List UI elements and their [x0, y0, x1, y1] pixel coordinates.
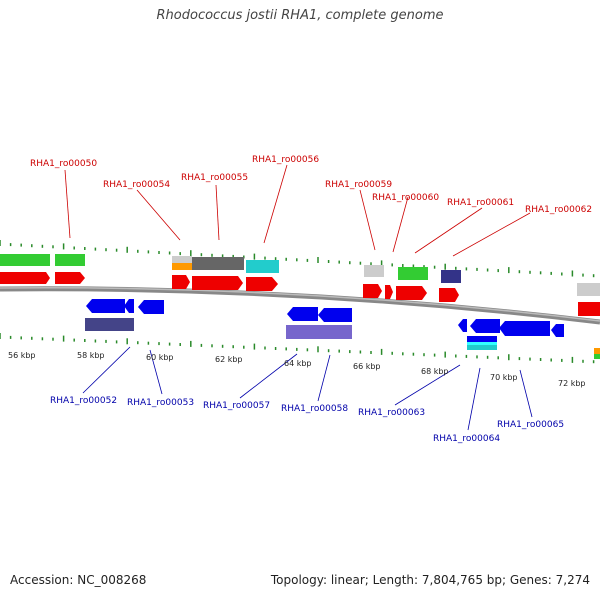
gene-label[interactable]: RHA1_ro00064 — [433, 434, 500, 444]
gene-arrow-blue[interactable] — [287, 307, 318, 321]
gene-feature-teal[interactable] — [467, 345, 497, 350]
gene-arrow-blue[interactable] — [551, 324, 564, 337]
gene-feature-darkgrey[interactable] — [192, 257, 244, 270]
gene-label[interactable]: RHA1_ro00065 — [497, 420, 564, 430]
gene-feature-grey[interactable] — [364, 265, 384, 277]
gene-labels-top: RHA1_ro00050RHA1_ro00054RHA1_ro00055RHA1… — [30, 155, 592, 215]
axis-label: 56 kbp — [8, 351, 36, 360]
gene-arrow-red[interactable] — [385, 285, 393, 299]
axis-label: 60 kbp — [146, 353, 174, 362]
gene-arrow-blue[interactable] — [138, 300, 164, 314]
genome-backbone-highlight — [0, 287, 600, 322]
accession-text: Accession: NC_008268 — [10, 573, 147, 587]
gene-arrow-blue[interactable] — [470, 319, 500, 333]
gene-feature-green[interactable] — [55, 254, 85, 266]
gene-arrow-blue[interactable] — [124, 299, 134, 313]
gene-label[interactable]: RHA1_ro00052 — [50, 396, 117, 406]
gene-feature-slate[interactable] — [85, 318, 134, 331]
gene-arrow-blue[interactable] — [86, 299, 125, 313]
axis-label: 66 kbp — [353, 362, 381, 371]
bottom-features — [85, 299, 564, 350]
top-features — [0, 254, 600, 359]
axis-labels: 56 kbp 58 kbp 60 kbp 62 kbp 64 kbp 66 kbp 68 k… — [8, 351, 586, 388]
gene-label[interactable]: RHA1_ro00056 — [252, 155, 319, 165]
genome-title: Rhodococcus jostii RHA1, complete genome — [156, 8, 444, 23]
gene-feature-orange[interactable] — [172, 263, 192, 270]
gene-label[interactable]: RHA1_ro00061 — [447, 198, 514, 208]
gene-label[interactable]: RHA1_ro00055 — [181, 173, 248, 183]
gene-arrow-red[interactable] — [172, 275, 190, 289]
gene-arrow-red[interactable] — [396, 286, 427, 300]
gene-feature-grey[interactable] — [577, 283, 600, 296]
axis-label: 62 kbp — [215, 355, 243, 364]
gene-label[interactable]: RHA1_ro00062 — [525, 205, 592, 215]
gene-label[interactable]: RHA1_ro00057 — [203, 401, 270, 411]
axis-label: 68 kbp — [421, 367, 449, 376]
gene-arrow-red[interactable] — [578, 302, 600, 316]
gene-feature-orange[interactable] — [594, 348, 600, 354]
gene-arrow-blue[interactable] — [499, 321, 550, 336]
gene-feature-blue[interactable] — [467, 336, 497, 342]
genome-stats: Topology: linear; Length: 7,804,765 bp; … — [270, 573, 590, 587]
gene-arrow-blue[interactable] — [458, 319, 467, 332]
gene-feature-cyan[interactable] — [467, 342, 497, 345]
gene-label[interactable]: RHA1_ro00054 — [103, 180, 170, 190]
gene-arrow-blue[interactable] — [318, 308, 352, 322]
gene-label[interactable]: RHA1_ro00060 — [372, 193, 439, 203]
gene-feature-green[interactable] — [398, 267, 428, 280]
gene-arrow-red[interactable] — [246, 277, 278, 291]
gene-arrow-red[interactable] — [439, 288, 459, 302]
axis-label: 64 kbp — [284, 359, 312, 368]
gene-label[interactable]: RHA1_ro00063 — [358, 408, 425, 418]
gene-arrow-red[interactable] — [55, 272, 85, 284]
gene-label[interactable]: RHA1_ro00058 — [281, 404, 348, 414]
gene-feature-grey[interactable] — [172, 256, 192, 263]
gene-feature-green[interactable] — [594, 354, 600, 359]
tick-rows — [0, 240, 595, 364]
leader-lines-top — [64, 164, 531, 257]
gene-feature-cyan[interactable] — [246, 260, 279, 273]
gene-arrow-red[interactable] — [192, 276, 243, 290]
gene-arrow-red[interactable] — [0, 272, 50, 284]
leader-lines-bottom — [82, 346, 533, 431]
axis-label: 72 kbp — [558, 379, 586, 388]
gene-arrow-red[interactable] — [363, 284, 382, 298]
axis-label: 70 kbp — [490, 373, 518, 382]
gene-feature-green[interactable] — [0, 254, 50, 266]
gene-label[interactable]: RHA1_ro00050 — [30, 159, 97, 169]
gene-feature-navy[interactable] — [441, 270, 461, 283]
axis-label: 58 kbp — [77, 351, 105, 360]
gene-label[interactable]: RHA1_ro00059 — [325, 180, 392, 190]
gene-feature-lavender[interactable] — [286, 325, 352, 339]
gene-label[interactable]: RHA1_ro00053 — [127, 398, 194, 408]
genome-backbone — [0, 286, 600, 325]
